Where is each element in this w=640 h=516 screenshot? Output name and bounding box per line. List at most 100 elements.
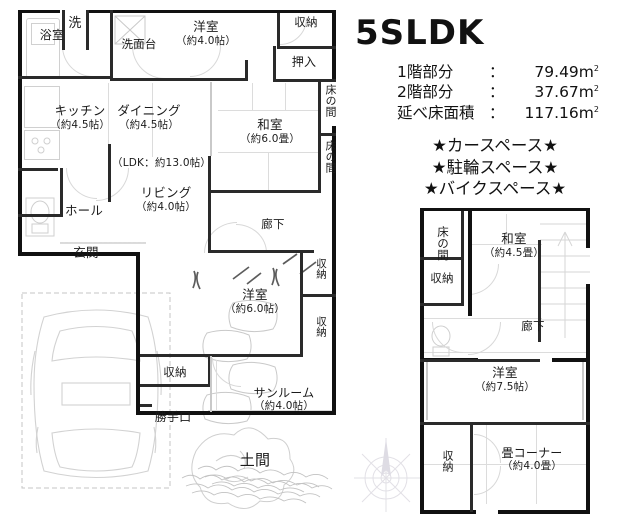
room-label-western3: 洋室 （約7.5帖） xyxy=(474,365,536,393)
ldk-note: （LDK：約13.0帖） xyxy=(112,157,212,169)
exterior-wall-top xyxy=(88,10,336,13)
page-title: 5SLDK xyxy=(355,13,485,53)
oshiire-wall-bottom xyxy=(273,79,336,82)
f2-west-glass-right xyxy=(582,362,584,420)
f2-exterior-right2 xyxy=(586,284,590,514)
western2-wall-right xyxy=(300,252,303,296)
north-needle xyxy=(381,438,391,476)
car-space-outline xyxy=(21,292,171,489)
tatami-line xyxy=(470,244,542,245)
room-label-storage-mid1: 収納 xyxy=(315,258,327,279)
washroom-wall-left xyxy=(110,10,113,80)
area-sep: ： xyxy=(489,63,505,81)
door-swing-arc xyxy=(96,168,129,201)
car-outline xyxy=(30,309,162,478)
area-label: 延べ床面積 xyxy=(397,103,475,122)
room-label-western2: 洋室 （約6.0帖） xyxy=(224,287,286,315)
room-label-japanese2: 和室 （約4.5畳） xyxy=(483,231,545,259)
japanese-wall-left xyxy=(210,82,212,156)
room-label-japanese1: 和室 （約6.0畳） xyxy=(239,117,301,145)
room-label-genkan: 玄関 xyxy=(73,245,99,260)
exterior-wall-top xyxy=(18,10,22,256)
room-label-doma: 土間 xyxy=(239,451,271,469)
oshiire-wall-left xyxy=(273,46,276,82)
room-label-bath: 浴室 xyxy=(39,28,65,42)
door-swing-arc xyxy=(468,264,499,295)
genkan-step-line xyxy=(60,242,146,244)
feature-item: ★バイクスペース★ xyxy=(423,179,567,199)
japanese-wall-bottom xyxy=(211,190,321,193)
room-label-storage-mid2: 収納 xyxy=(315,316,327,337)
tokonoma-divider xyxy=(318,133,336,136)
area-row: 1階部分 ： 79.49m2 xyxy=(397,62,637,82)
wc-wall-right xyxy=(60,168,63,216)
room-label-storage-top: 収納 xyxy=(294,15,318,29)
storage-top-wall-left xyxy=(277,13,280,49)
f2-exterior-left xyxy=(420,208,424,362)
wc-wall-bottom xyxy=(18,214,63,217)
kitchen-wall-bottom xyxy=(18,168,58,171)
bath-wall-right xyxy=(62,10,65,50)
feature-item: ★カースペース★ xyxy=(432,136,558,156)
room-label-storage-2a: 収納 xyxy=(430,271,454,285)
kitchen-wall-right xyxy=(108,144,111,202)
f2-corridor-wall-bottom xyxy=(420,359,540,362)
kitchen-area-wall xyxy=(62,76,112,79)
tatami-line xyxy=(218,110,318,111)
room-label-washstand: 洗面台 xyxy=(121,37,157,51)
f2-exterior-top xyxy=(420,208,472,211)
room-label-sunroom: サンルーム （約4.0帖） xyxy=(253,386,315,413)
corridor2-line xyxy=(424,318,542,319)
f2-storage-b-wall-right xyxy=(470,424,473,512)
gravel-band-right xyxy=(181,474,333,504)
room-label-living: リビング （約4.0帖） xyxy=(135,185,197,213)
room-label-western1: 洋室 （約4.0帖） xyxy=(175,19,237,47)
sunroom-wall-left xyxy=(210,356,212,412)
f2-exterior-top3 xyxy=(468,208,590,211)
area-summary: 1階部分 ： 79.49m2 2階部分 ： 37.67m2 延べ床面積 ： 11… xyxy=(397,62,637,123)
exterior-wall-bottom xyxy=(140,411,336,415)
sink-counter xyxy=(24,86,60,128)
room-label-hall: ホール xyxy=(64,203,104,218)
room-label-dining: ダイニング （約4.5帖） xyxy=(117,103,181,131)
exterior-wall-right xyxy=(332,126,336,414)
room-label-oshiire: 押入 xyxy=(291,55,317,69)
corridor-wall-bottom xyxy=(208,250,314,253)
living-wall-right xyxy=(208,156,211,252)
feature-list: ★カースペース★ ★駐輪スペース★ ★バイクスペース★ xyxy=(345,135,637,199)
room-label-kitchen: キッチン （約4.5帖） xyxy=(50,103,111,131)
western1-wall-bottom xyxy=(166,78,246,81)
western1-wall-right xyxy=(245,60,248,81)
f2-bottom xyxy=(420,510,476,514)
room-label-corridor2: 廊下 xyxy=(521,319,545,333)
f2-tokonoma-wall-right xyxy=(461,211,464,259)
area-value: 117.16m2 xyxy=(524,103,599,122)
toilet xyxy=(25,197,55,237)
tatami-line xyxy=(252,83,253,110)
room-label-backdoor: 勝手口 xyxy=(154,410,192,424)
f2-storage-wall-bottom xyxy=(420,303,464,306)
staircase xyxy=(540,223,590,338)
washstand-basin xyxy=(114,15,146,45)
area-sep: ： xyxy=(489,103,505,122)
f2-stair-wall xyxy=(538,240,541,342)
f2-divider-mid2 xyxy=(552,358,590,362)
area-label: 2階部分 xyxy=(397,83,454,102)
door-swing-arc xyxy=(62,46,93,77)
f2-west-glass-left xyxy=(426,362,428,420)
area-label: 1階部分 xyxy=(397,63,454,81)
header-panel: 5SLDK 1階部分 ： 79.49m2 2階部分 ： 37.67m2 延べ床面… xyxy=(345,4,637,200)
stove-burners xyxy=(31,137,51,154)
stove-top xyxy=(24,130,60,160)
exterior-layer xyxy=(21,253,329,509)
western3-line xyxy=(424,352,588,353)
room-label-storage-bottom: 収納 xyxy=(163,365,187,379)
bathtub-inner xyxy=(31,23,55,45)
compass-rose xyxy=(354,438,420,512)
grass-tufts xyxy=(192,253,317,290)
storage-top-wall-bottom xyxy=(277,46,336,49)
door-swing-arc xyxy=(66,168,97,199)
door-swing-arc xyxy=(190,46,221,77)
room-label-tokonoma1: 床の間 xyxy=(324,84,337,117)
